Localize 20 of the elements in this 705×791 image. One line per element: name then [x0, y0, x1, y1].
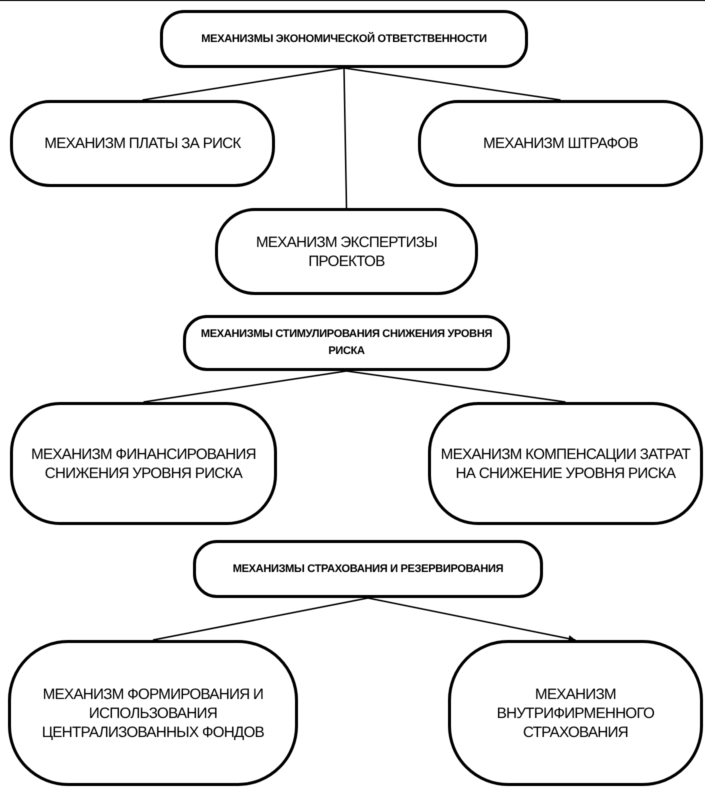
category-title: МЕХАНИЗМЫ ЭКОНОМИЧЕСКОЙ ОТВЕТСТВЕННОСТИ: [201, 31, 487, 46]
mechanism-label: МЕХАНИЗМ ПЛАТЫ ЗА РИСК: [44, 134, 241, 153]
category-box: [193, 540, 543, 598]
category-title: МЕХАНИЗМЫ СТРАХОВАНИЯ И РЕЗЕРВИРОВАНИЯ: [232, 562, 504, 576]
mechanism-label: МЕХАНИЗМ ШТРАФОВ: [483, 134, 638, 153]
mechanism-label: МЕХАНИЗМ ЭКСПЕРТИЗЫ ПРОЕКТОВ: [254, 232, 438, 270]
mechanism-label: МЕХАНИЗМ ФОРМИРОВАНИЯ И ИСПОЛЬЗОВАНИЯ ЦЕНТРАЛИЗОВАННЫХ ФОНДОВ: [40, 684, 266, 742]
connector-line: [143, 370, 347, 403]
connector-line: [346, 370, 566, 403]
arrow: [368, 597, 576, 642]
category-box: [183, 315, 510, 371]
category-title: МЕХАНИЗМЫ СТИМУЛИРОВАНИЯ СНИЖЕНИЯ УРОВНЯ РИСКА: [200, 327, 494, 359]
connector-line: [142, 67, 344, 101]
mechanism-label: МЕХАНИЗМ ВНУТРИФИРМЕННОГО СТРАХОВАНИЯ: [496, 684, 656, 742]
category-box: [160, 10, 528, 68]
connector-line: [344, 67, 561, 101]
connector-line: [152, 597, 368, 641]
mechanism-label: МЕХАНИЗМ ФИНАНСИРОВАНИЯ СНИЖЕНИЯ УРОВНЯ РИСКА: [30, 444, 257, 482]
connector-line: [343, 68, 348, 208]
mechanism-label: МЕХАНИЗМ КОМПЕНСАЦИИ ЗАТРАТ НА СНИЖЕНИЕ УРОВНЯ РИСКА: [440, 444, 692, 482]
